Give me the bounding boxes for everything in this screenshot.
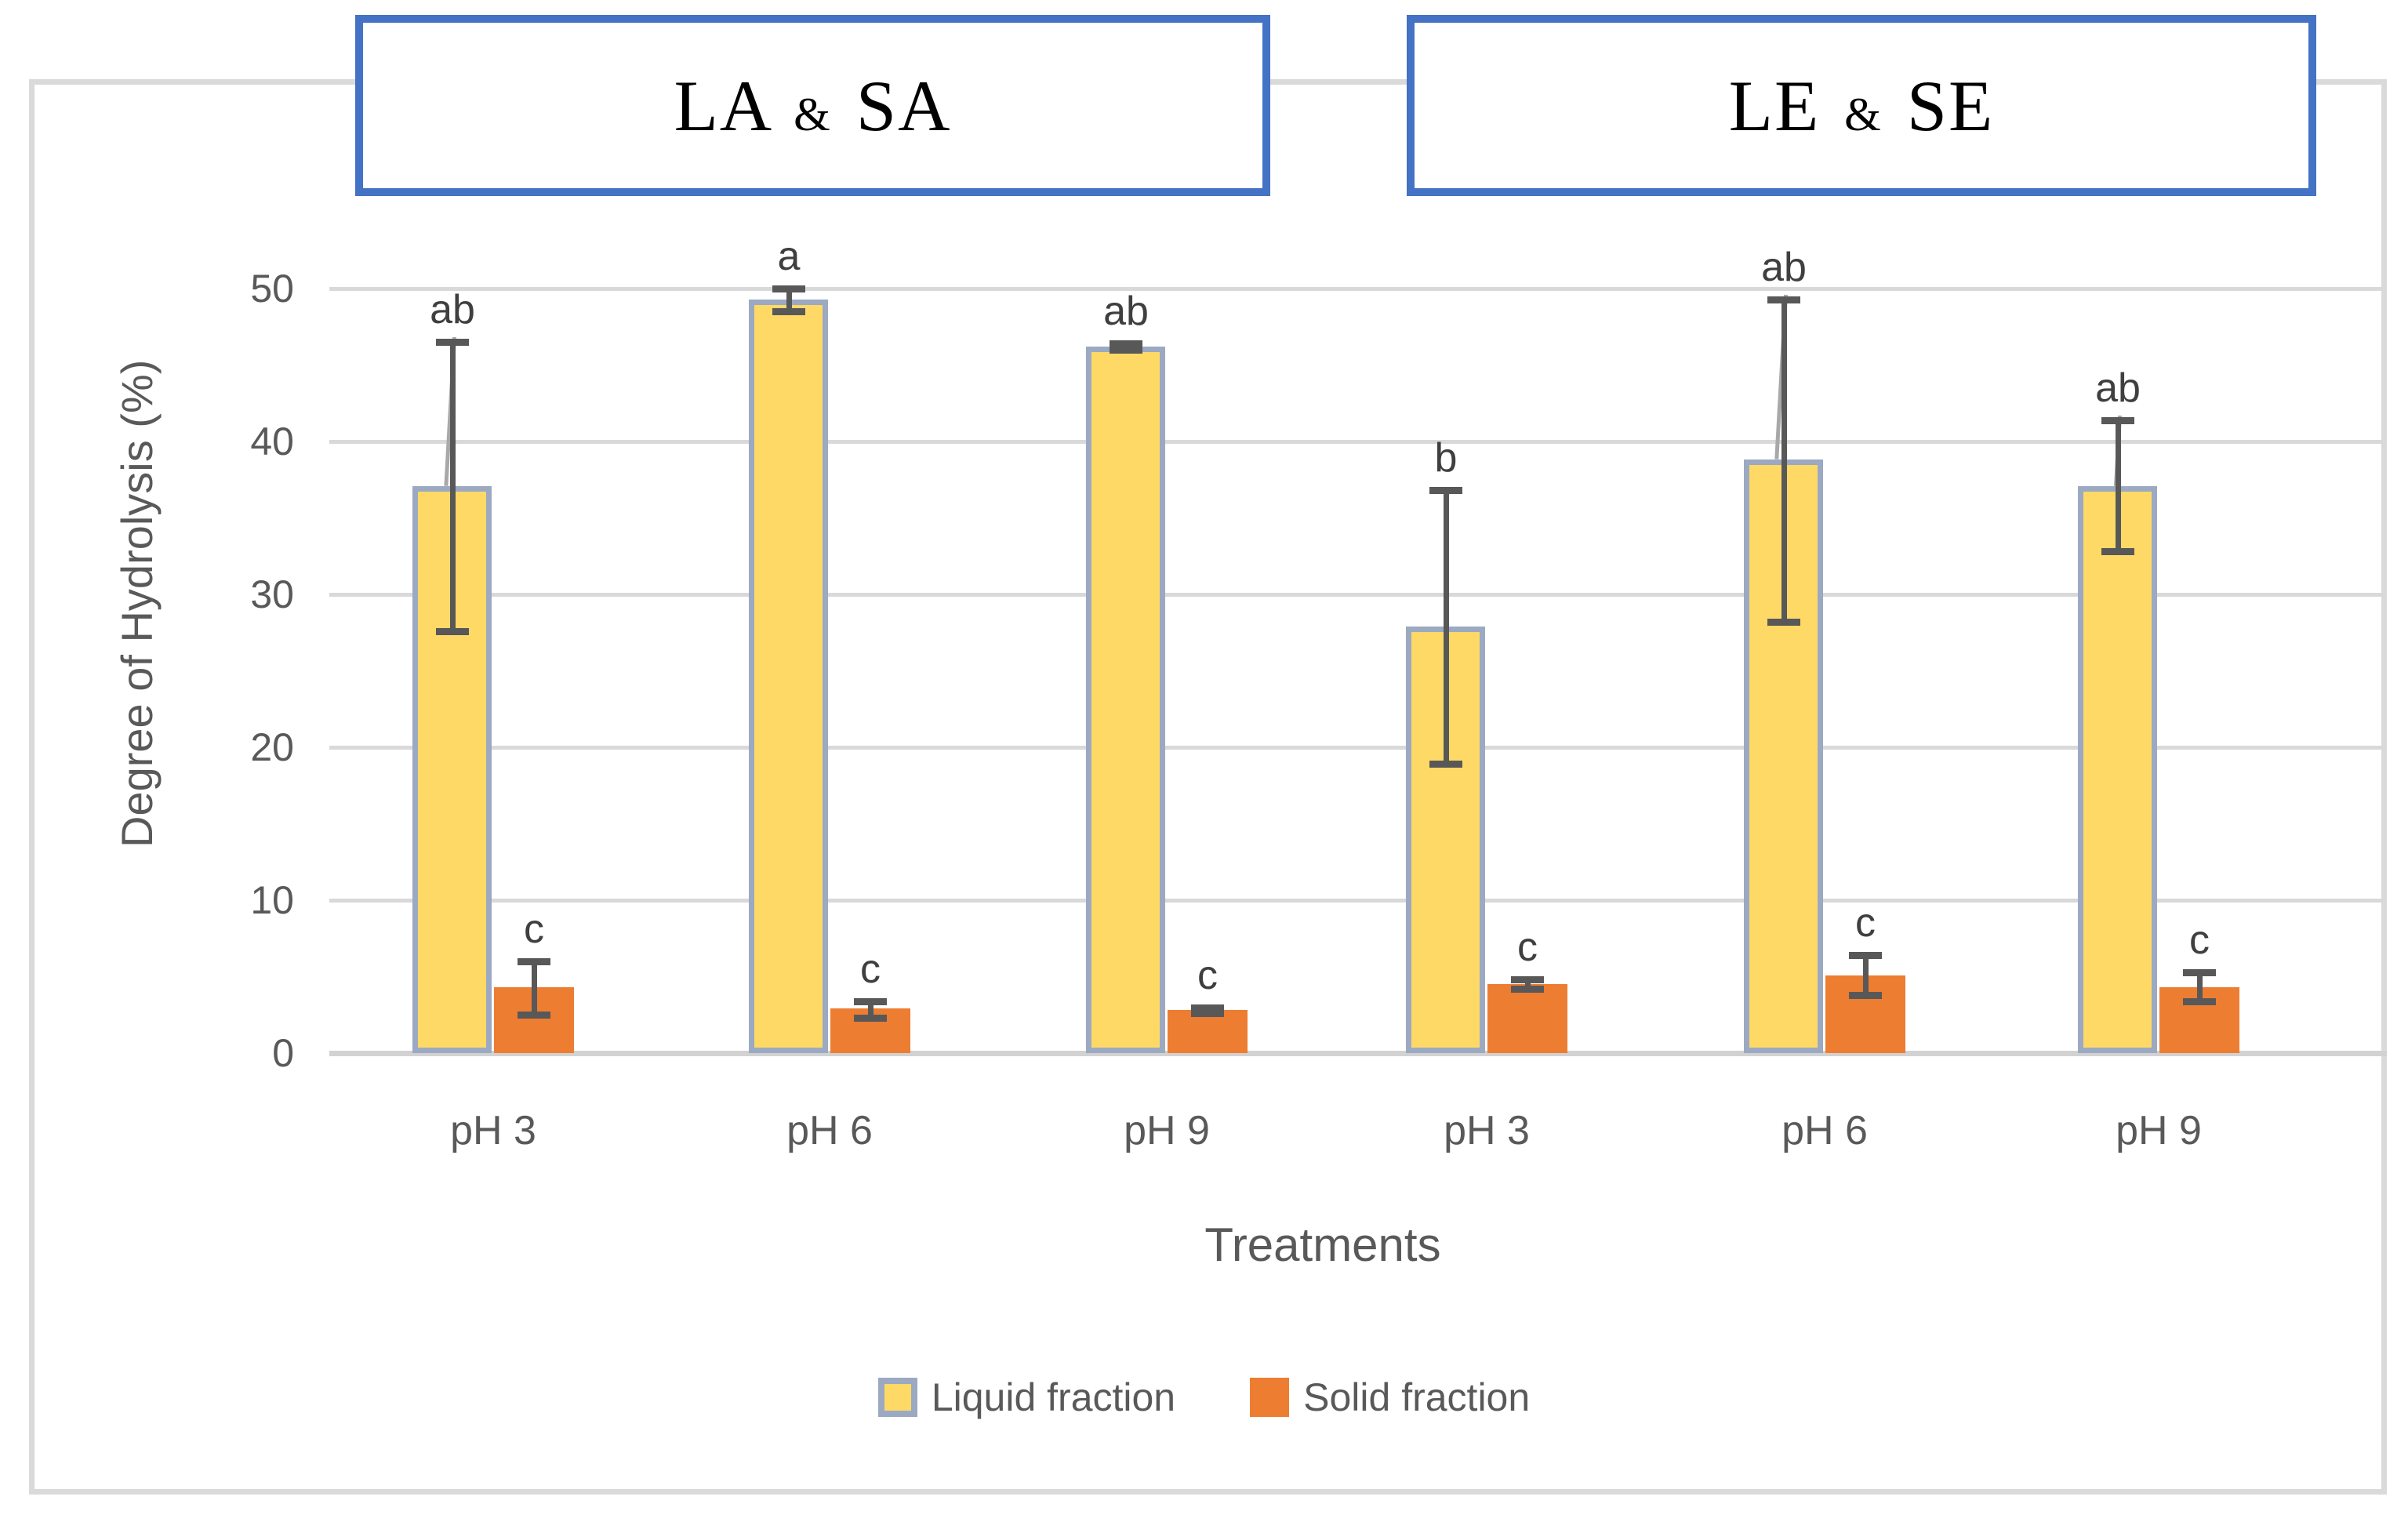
group-header-le-se-label: LE & SE	[1728, 65, 1995, 146]
error-bar-line-liquid-5	[2116, 420, 2121, 551]
y-tick-label-30: 30	[250, 572, 294, 616]
x-axis-title: Treatments	[1204, 1219, 1441, 1271]
error-bar-line-solid-1	[868, 1001, 873, 1018]
error-bar-cap-top-liquid-3	[1429, 487, 1462, 494]
error-bar-cap-bottom-solid-4	[1849, 992, 1882, 999]
error-bar-line-solid-0	[532, 961, 537, 1015]
error-bar-cap-top-solid-4	[1849, 952, 1882, 959]
bar-liquid-1	[749, 300, 828, 1053]
x-tick-label-3: pH 3	[1444, 1108, 1530, 1153]
legend: Liquid fraction Solid fraction	[0, 1374, 2408, 1421]
legend-swatch-solid-icon	[1250, 1378, 1290, 1417]
x-tick-label-5: pH 9	[2116, 1108, 2202, 1153]
x-tick-label-0: pH 3	[450, 1108, 536, 1153]
gridline-10	[329, 899, 2387, 903]
error-bar-cap-top-liquid-1	[772, 285, 805, 292]
legend-item-liquid: Liquid fraction	[877, 1375, 1176, 1419]
error-bar-cap-top-solid-1	[854, 998, 887, 1005]
error-bar-line-liquid-3	[1444, 490, 1449, 764]
bar-liquid-2	[1086, 347, 1165, 1053]
error-bar-line-liquid-4	[1781, 300, 1787, 622]
error-bar-cap-bottom-solid-3	[1511, 986, 1544, 993]
error-bar-line-solid-3	[1525, 979, 1531, 989]
x-tick-label-4: pH 6	[1781, 1108, 1868, 1153]
sig-letter-liquid-4: ab	[1761, 245, 1807, 290]
error-bar-cap-top-solid-2	[1191, 1004, 1224, 1012]
error-bar-cap-bottom-solid-2	[1191, 1010, 1224, 1017]
group-header-le-se: LE & SE	[1407, 15, 2316, 196]
legend-item-solid: Solid fraction	[1250, 1375, 1530, 1419]
error-bar-cap-bottom-solid-5	[2183, 998, 2216, 1005]
sig-letter-solid-0: c	[524, 906, 544, 952]
error-bar-cap-bottom-liquid-3	[1429, 761, 1462, 768]
sig-letter-solid-5: c	[2189, 917, 2210, 963]
error-bar-cap-top-solid-0	[518, 958, 550, 965]
sig-letter-liquid-2: ab	[1103, 289, 1149, 334]
error-bar-cap-bottom-solid-0	[518, 1012, 550, 1019]
error-bar-line-solid-4	[1863, 955, 1869, 995]
error-bar-cap-bottom-liquid-2	[1110, 347, 1142, 354]
y-tick-label-50: 50	[250, 267, 294, 311]
sig-letter-liquid-1: a	[777, 234, 801, 279]
bar-solid-2	[1168, 1010, 1248, 1053]
error-bar-cap-bottom-liquid-4	[1767, 619, 1800, 626]
y-tick-label-20: 20	[250, 725, 294, 769]
gridline-30	[329, 593, 2387, 597]
x-tick-label-1: pH 6	[786, 1108, 873, 1153]
sig-letter-solid-4: c	[1855, 900, 1876, 946]
y-tick-label-10: 10	[250, 878, 294, 922]
error-bar-cap-top-liquid-5	[2101, 417, 2134, 424]
error-bar-cap-bottom-liquid-5	[2101, 548, 2134, 555]
error-bar-cap-bottom-solid-1	[854, 1015, 887, 1022]
ampersand: &	[1844, 88, 1883, 140]
error-bar-cap-top-liquid-4	[1767, 296, 1800, 303]
sig-letter-solid-2: c	[1197, 953, 1218, 998]
group-header-la-sa-label: LA & SA	[674, 65, 952, 146]
bar-liquid-3	[1406, 627, 1485, 1053]
sig-letter-solid-1: c	[860, 946, 881, 992]
error-bar-line-solid-5	[2197, 972, 2203, 1001]
error-bar-line-liquid-1	[786, 289, 792, 311]
bar-solid-3	[1487, 984, 1567, 1053]
sig-letter-liquid-5: ab	[2095, 365, 2141, 411]
y-tick-label-0: 0	[272, 1031, 294, 1075]
error-bar-cap-bottom-liquid-1	[772, 308, 805, 315]
error-bar-line-liquid-0	[450, 342, 456, 631]
ampersand: &	[794, 88, 832, 140]
legend-label-liquid: Liquid fraction	[931, 1375, 1176, 1419]
legend-label-solid: Solid fraction	[1303, 1375, 1531, 1419]
y-tick-label-40: 40	[250, 420, 294, 463]
error-bar-cap-top-solid-5	[2183, 969, 2216, 976]
sig-letter-liquid-3: b	[1434, 435, 1458, 481]
x-tick-label-2: pH 9	[1124, 1108, 1210, 1153]
error-bar-cap-bottom-liquid-0	[436, 628, 469, 635]
legend-swatch-liquid-icon	[877, 1378, 917, 1417]
error-bar-cap-top-liquid-2	[1110, 340, 1142, 347]
x-axis-baseline	[329, 1051, 2387, 1056]
error-bar-cap-top-solid-3	[1511, 976, 1544, 983]
bar-liquid-5	[2078, 486, 2157, 1053]
gridline-20	[329, 746, 2387, 750]
sig-letter-liquid-0: ab	[430, 287, 475, 332]
error-bar-cap-top-liquid-0	[436, 339, 469, 346]
group-header-la-sa: LA & SA	[355, 15, 1270, 196]
gridline-50	[329, 287, 2387, 291]
gridline-40	[329, 440, 2387, 444]
sig-letter-solid-3: c	[1517, 924, 1538, 970]
